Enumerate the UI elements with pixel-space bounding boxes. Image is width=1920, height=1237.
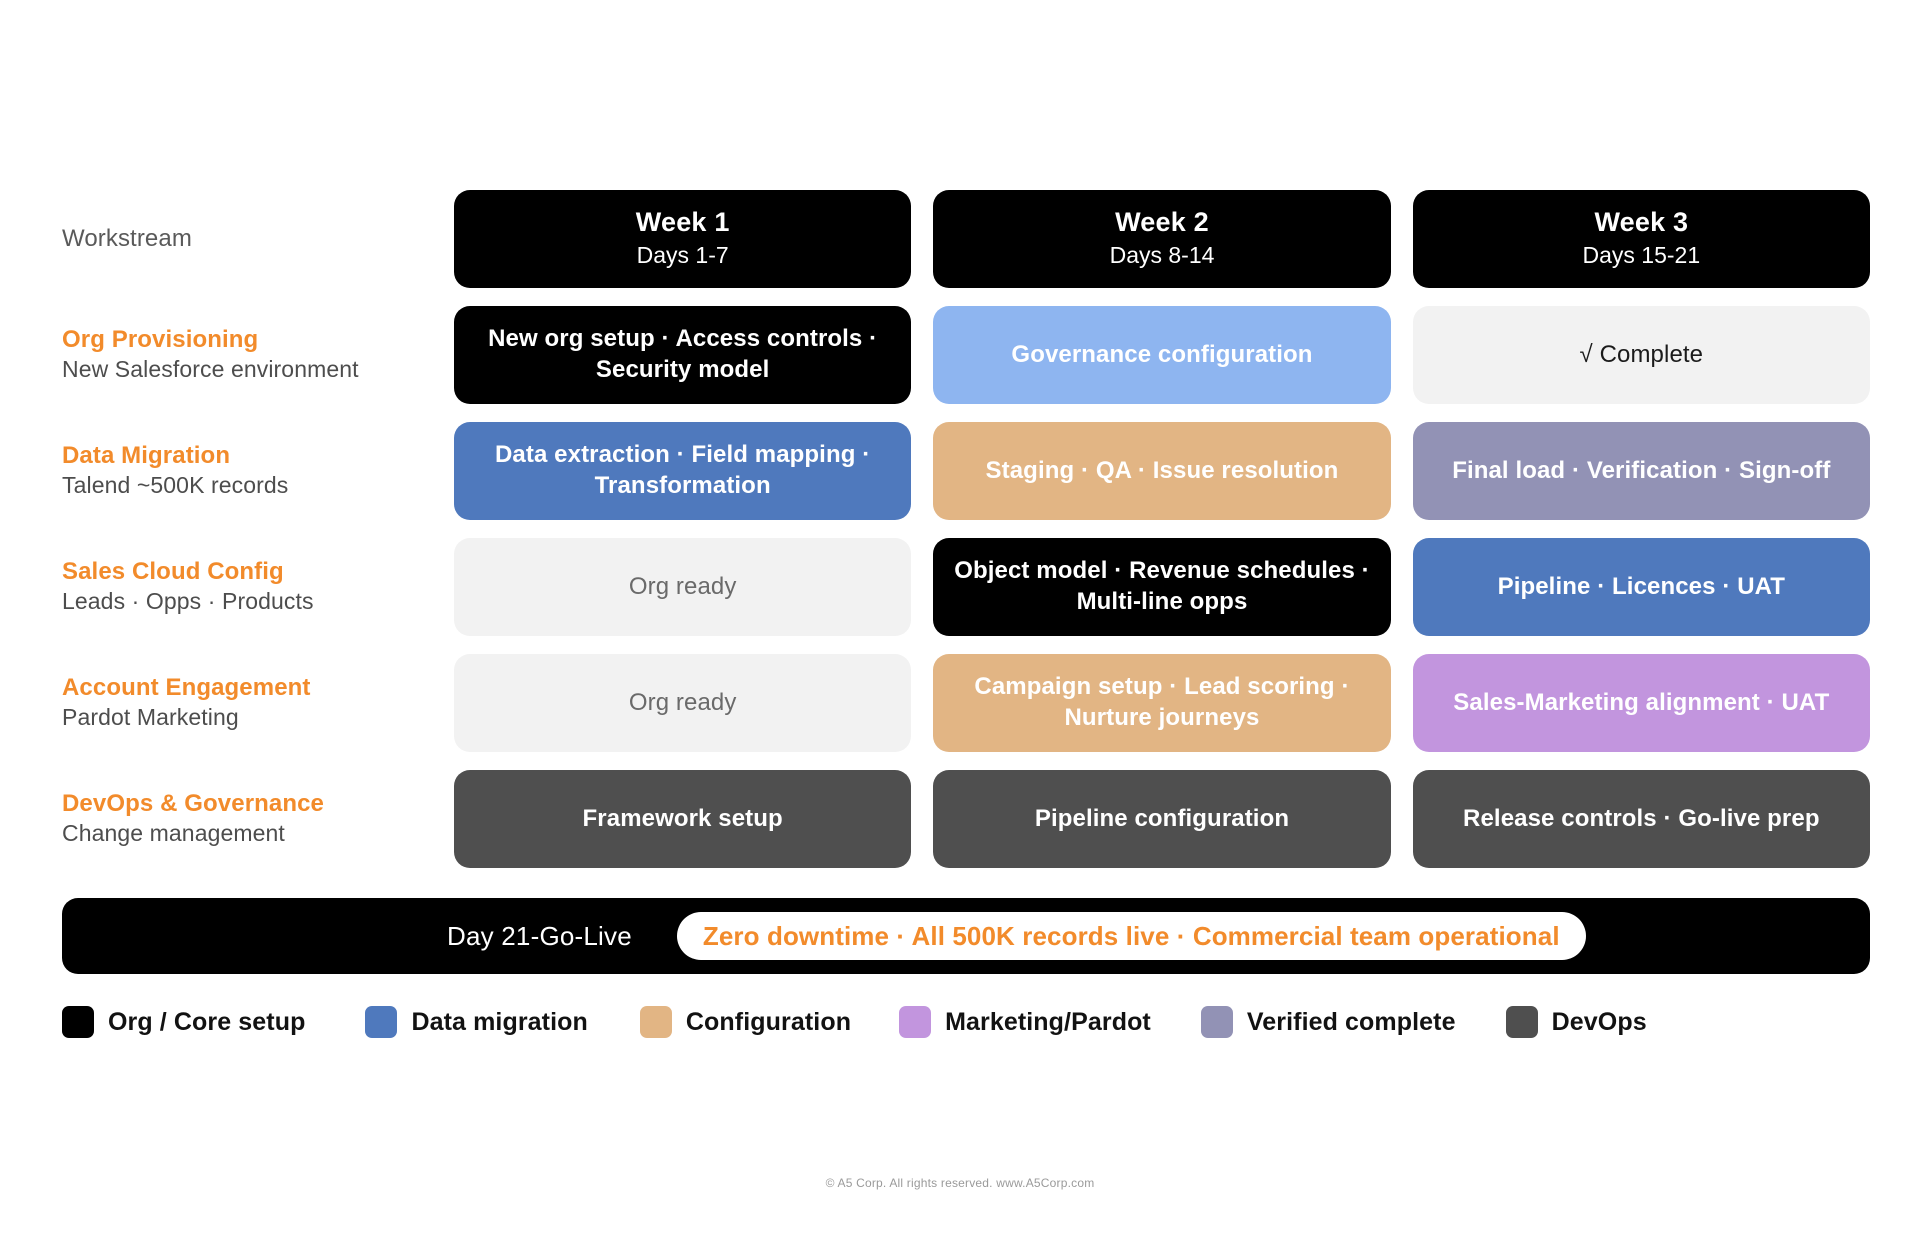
- workstream-title: DevOps & Governance: [62, 790, 324, 818]
- week-header-card-1: Week 1 Days 1-7: [454, 190, 912, 288]
- workstream-subtitle: Pardot Marketing: [62, 704, 239, 731]
- workstream-label-data-migration: Data Migration Talend ~500K records: [62, 422, 432, 520]
- legend-item-org-core-setup: Org / Core setup: [62, 1006, 305, 1038]
- workstream-title: Sales Cloud Config: [62, 558, 284, 586]
- task-cell-r2c1[interactable]: Data extraction · Field mapping · Transf…: [454, 422, 912, 520]
- workstream-header-label: Workstream: [62, 225, 192, 252]
- task-cell-r1c2[interactable]: Governance configuration: [933, 306, 1391, 404]
- task-cell-r3c1[interactable]: Org ready: [454, 538, 912, 636]
- workstream-row-sales-cloud-config: Sales Cloud Config Leads · Opps · Produc…: [62, 538, 1870, 636]
- roadmap-grid: Workstream Week 1 Days 1-7 Week 2 Days 8…: [62, 190, 1870, 886]
- workstream-label-org-provisioning: Org Provisioning New Salesforce environm…: [62, 306, 432, 404]
- legend-label: Verified complete: [1246, 1007, 1456, 1036]
- roadmap-header-row: Workstream Week 1 Days 1-7 Week 2 Days 8…: [62, 190, 1870, 288]
- task-cell-r5c1[interactable]: Framework setup: [454, 770, 912, 868]
- legend-swatch-icon: [62, 1006, 94, 1038]
- workstream-title: Data Migration: [62, 442, 231, 470]
- workstream-label-sales-cloud-config: Sales Cloud Config Leads · Opps · Produc…: [62, 538, 432, 636]
- go-live-label: Day 21-Go-Live: [447, 920, 632, 951]
- workstream-label-devops-governance: DevOps & Governance Change management: [62, 770, 432, 868]
- week-days-3: Days 15-21: [1582, 242, 1701, 268]
- legend-item-verified-complete: Verified complete: [1200, 1006, 1456, 1038]
- task-cell-r5c2[interactable]: Pipeline configuration: [933, 770, 1391, 868]
- go-live-pill: Zero downtime · All 500K records live · …: [676, 912, 1586, 960]
- workstream-row-account-engagement: Account Engagement Pardot Marketing Org …: [62, 654, 1870, 752]
- footer-copyright: © A5 Corp. All rights reserved. www.A5Co…: [825, 1176, 1095, 1190]
- workstream-title: Org Provisioning: [62, 326, 259, 354]
- workstream-subtitle: Leads · Opps · Products: [62, 588, 314, 615]
- task-cell-r4c1[interactable]: Org ready: [454, 654, 912, 752]
- legend-item-devops: DevOps: [1505, 1006, 1647, 1038]
- legend-item-configuration: Configuration: [639, 1006, 852, 1038]
- task-cell-r2c3[interactable]: Final load · Verification · Sign-off: [1412, 422, 1870, 520]
- workstream-header-cell: Workstream: [62, 190, 432, 288]
- week-header-card-3: Week 3 Days 15-21: [1412, 190, 1870, 288]
- workstream-subtitle: Talend ~500K records: [62, 472, 289, 499]
- week-days-2: Days 8-14: [1109, 242, 1215, 268]
- task-cell-r3c3[interactable]: Pipeline · Licences · UAT: [1412, 538, 1870, 636]
- legend-swatch-icon: [899, 1006, 932, 1038]
- task-cell-r4c2[interactable]: Campaign setup · Lead scoring · Nurture …: [933, 654, 1391, 752]
- legend-swatch-icon: [639, 1006, 672, 1038]
- week-days-1: Days 1-7: [636, 242, 729, 268]
- legend-swatch-icon: [1505, 1006, 1538, 1038]
- task-cell-r4c3[interactable]: Sales-Marketing alignment · UAT: [1412, 654, 1870, 752]
- legend-label: DevOps: [1551, 1007, 1647, 1036]
- legend-label: Marketing/Pardot: [945, 1007, 1151, 1036]
- week-header-card-2: Week 2 Days 8-14: [933, 190, 1391, 288]
- week-name-2: Week 2: [1115, 206, 1209, 237]
- task-cell-r2c2[interactable]: Staging · QA · Issue resolution: [933, 422, 1391, 520]
- go-live-banner: Day 21-Go-Live Zero downtime · All 500K …: [62, 898, 1870, 974]
- workstream-label-account-engagement: Account Engagement Pardot Marketing: [62, 654, 432, 752]
- task-cell-r3c2[interactable]: Object model · Revenue schedules · Multi…: [933, 538, 1391, 636]
- legend-label: Org / Core setup: [108, 1007, 306, 1036]
- week-name-3: Week 3: [1594, 206, 1689, 237]
- legend: Org / Core setup Data migration Configur…: [62, 1006, 1870, 1038]
- task-cell-r5c3[interactable]: Release controls · Go-live prep: [1412, 770, 1870, 868]
- legend-swatch-icon: [1200, 1006, 1233, 1038]
- go-live-pill-text: Zero downtime · All 500K records live · …: [702, 920, 1560, 951]
- legend-item-data-migration: Data migration: [365, 1006, 588, 1038]
- workstream-row-devops-governance: DevOps & Governance Change management Fr…: [62, 770, 1870, 868]
- workstream-title: Account Engagement: [62, 674, 311, 702]
- week-name-1: Week 1: [635, 206, 730, 237]
- task-cell-r1c3[interactable]: √ Complete: [1412, 306, 1870, 404]
- legend-label: Configuration: [685, 1007, 852, 1036]
- workstream-row-data-migration: Data Migration Talend ~500K records Data…: [62, 422, 1870, 520]
- workstream-row-org-provisioning: Org Provisioning New Salesforce environm…: [62, 306, 1870, 404]
- legend-label: Data migration: [411, 1007, 588, 1036]
- task-cell-r1c1[interactable]: New org setup · Access controls · Securi…: [454, 306, 912, 404]
- legend-item-marketing-pardot: Marketing/Pardot: [899, 1006, 1151, 1038]
- workstream-subtitle: New Salesforce environment: [62, 356, 359, 383]
- legend-swatch-icon: [365, 1006, 398, 1038]
- workstream-subtitle: Change management: [62, 820, 285, 847]
